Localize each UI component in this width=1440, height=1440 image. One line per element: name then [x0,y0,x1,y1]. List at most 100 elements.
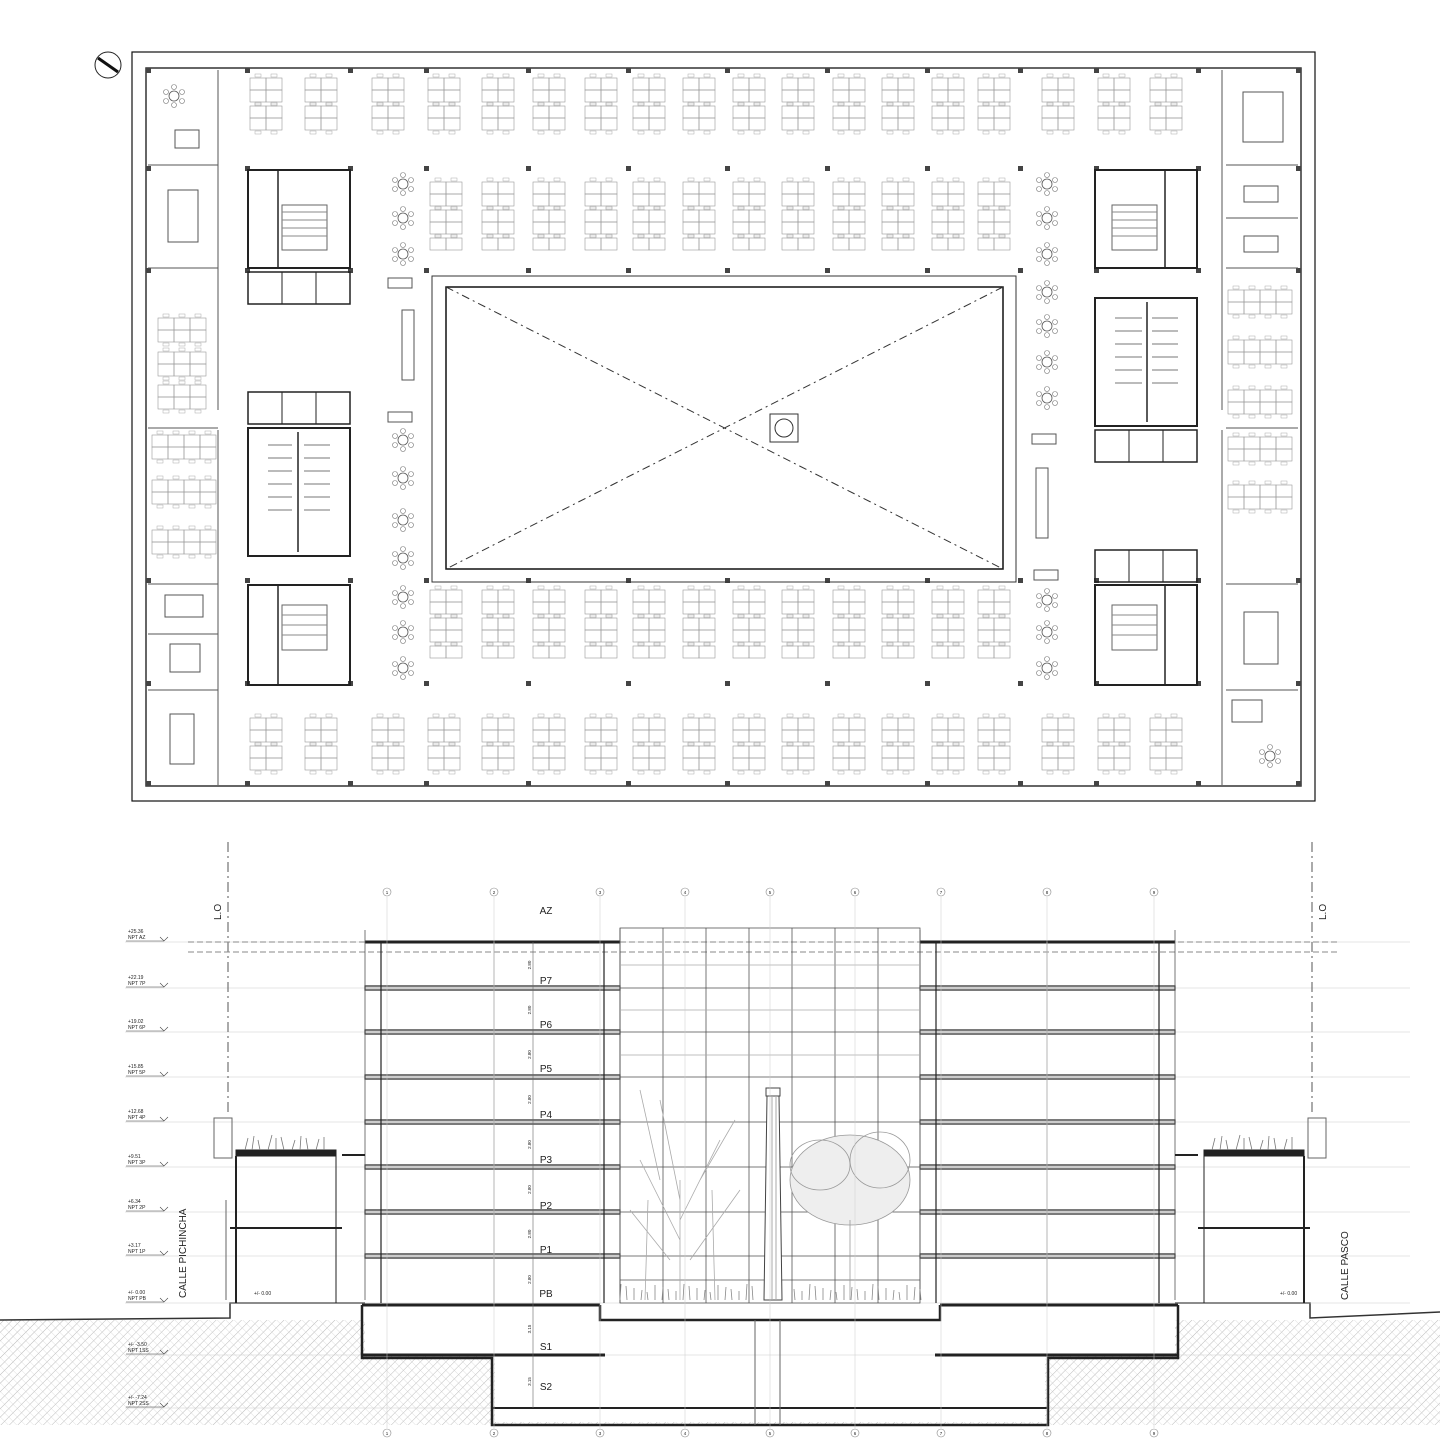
grid-axis-bubble [595,887,605,897]
svg-text:NPT 2SS: NPT 2SS [128,1401,149,1407]
level-label-az: AZ [540,906,553,917]
level-label-p6: P6 [540,1020,553,1031]
ground-line [0,1302,365,1321]
reception-counters [387,277,1059,581]
low-wing-right [1175,1117,1327,1303]
svg-text:+15.85: +15.85 [128,1064,144,1070]
grid-axis-bubble [1042,887,1052,897]
building-section: CALLE PICHINCHA CALLE PASCO L.O L.O +/- … [0,842,1440,1438]
svg-text:NPT 3P: NPT 3P [128,1160,146,1166]
svg-text:2.80: 2.80 [527,1275,532,1284]
svg-text:3.15: 3.15 [527,1324,532,1333]
svg-text:9: 9 [1153,890,1156,895]
grid-axis-bubble [680,1428,690,1438]
svg-text:6: 6 [854,890,857,895]
svg-text:+/- 0.00: +/- 0.00 [128,1290,145,1296]
grid-axis-bubble [1149,1428,1159,1438]
svg-text:4: 4 [684,1431,687,1436]
floor-plan [94,51,1316,802]
chimney-plan-icon [769,413,799,443]
grid-axis-bubble [489,1428,499,1438]
svg-text:3: 3 [599,890,602,895]
low-wing-left [213,1117,365,1303]
svg-text:1: 1 [386,1431,389,1436]
svg-text:+9.51: +9.51 [128,1154,141,1160]
tree-right [789,1131,911,1300]
svg-text:8: 8 [1046,890,1049,895]
street-label-right: CALLE PASCO [1340,1231,1351,1300]
right-offices [1221,70,1298,785]
grid-axis-bubble [1042,1428,1052,1438]
svg-text:3: 3 [599,1431,602,1436]
svg-text:7: 7 [940,1431,943,1436]
svg-text:NPT 4P: NPT 4P [128,1115,146,1121]
svg-text:NPT 1P: NPT 1P [128,1249,146,1255]
svg-text:7: 7 [940,890,943,895]
grid-axis-bubble [765,1428,775,1438]
grid-axis-bubble [936,887,946,897]
level-label-s1: S1 [540,1342,553,1353]
floor-height-dimensions: 2.802.802.802.802.802.802.802.803.153.15 [527,942,534,1408]
svg-text:NPT 2P: NPT 2P [128,1205,146,1211]
roof-planters [244,1134,1293,1151]
soil-hatching [0,1320,1440,1425]
svg-text:2.80: 2.80 [527,1005,532,1014]
svg-text:2: 2 [493,1431,496,1436]
svg-text:2.80: 2.80 [527,1050,532,1059]
desk-clusters [151,73,1293,775]
atrium-void [431,275,1017,583]
svg-text:2.80: 2.80 [527,960,532,969]
svg-text:NPT 1SS: NPT 1SS [128,1348,149,1354]
svg-text:2.80: 2.80 [527,1095,532,1104]
grid-axis-bubble [489,887,499,897]
svg-text:1: 1 [386,890,389,895]
ground-line-right [1175,1302,1440,1319]
svg-text:6: 6 [854,1431,857,1436]
left-offices [148,70,219,785]
core-north-east [1094,169,1198,269]
chimney [763,1087,783,1301]
svg-text:+25.36: +25.36 [128,929,144,935]
ground-mark-right: +/- 0.00 [1280,1291,1297,1297]
level-label-p5: P5 [540,1064,553,1075]
svg-text:2.80: 2.80 [527,1229,532,1238]
svg-text:+22.19: +22.19 [128,975,144,981]
grid-axis-bubble [850,887,860,897]
atrium-planting [619,1283,922,1301]
svg-text:NPT AZ: NPT AZ [128,935,145,941]
level-label-s2: S2 [540,1382,553,1393]
svg-text:NPT 7P: NPT 7P [128,981,146,987]
grid-axis-bubble [382,1428,392,1438]
svg-text:2.80: 2.80 [527,1185,532,1194]
tree-left [629,1089,741,1301]
grid-axis-bubble [850,1428,860,1438]
svg-text:4: 4 [684,890,687,895]
lo-label-left: L.O [213,904,224,920]
street-label-left: CALLE PICHINCHA [178,1208,189,1298]
svg-text:5: 5 [769,1431,772,1436]
svg-text:+19.02: +19.02 [128,1019,144,1025]
north-arrow-icon [94,51,122,79]
level-label-p3: P3 [540,1155,553,1166]
level-label-p4: P4 [540,1110,553,1121]
grid-axis-bubble [1149,887,1159,897]
lo-label-right: L.O [1318,904,1329,920]
grid-axis-bubble [765,887,775,897]
core-west-toilets [247,391,351,557]
svg-text:NPT 6P: NPT 6P [128,1025,146,1031]
svg-text:+12.68: +12.68 [128,1109,144,1115]
core-south-east [1094,549,1198,686]
level-label-p2: P2 [540,1201,553,1212]
core-east-toilets [1094,297,1198,463]
